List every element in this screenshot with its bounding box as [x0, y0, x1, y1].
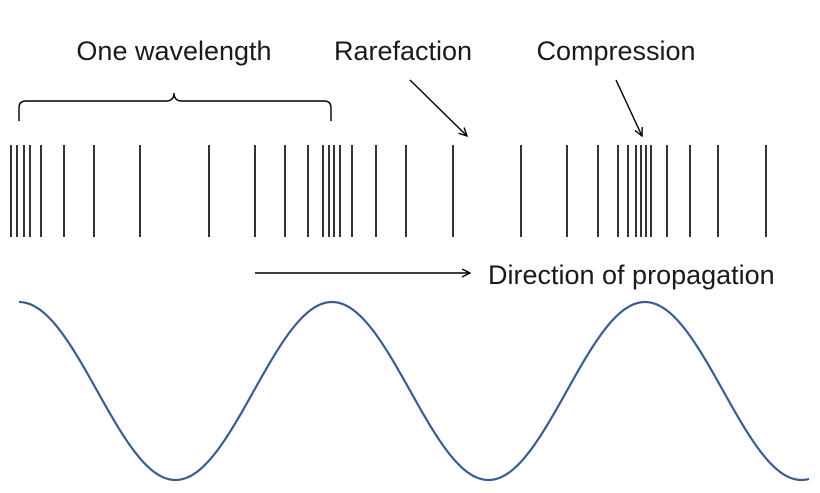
compression-pointer-icon: [615, 79, 642, 136]
wavelength-label: One wavelength: [76, 36, 271, 66]
compression-label: Compression: [536, 36, 695, 66]
direction-label: Direction of propagation: [488, 260, 775, 290]
rarefaction-pointer-icon: [409, 79, 467, 136]
wavelength-brace: [18, 92, 332, 121]
pressure-lines: [10, 145, 767, 237]
rarefaction-label: Rarefaction: [334, 36, 472, 66]
pressure-wave-curve: [18, 300, 810, 482]
